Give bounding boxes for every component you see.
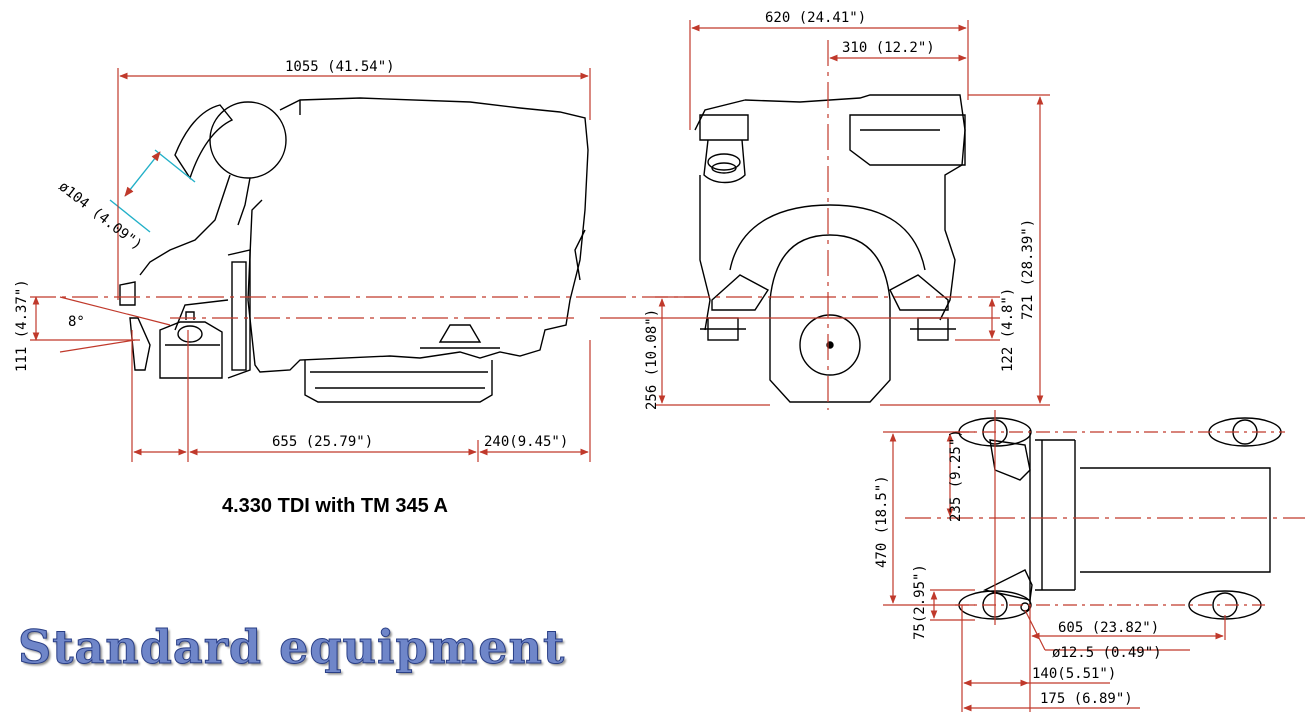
front-view-dimensions [655, 20, 1050, 406]
dim-mount-length: 605 (23.82") [1058, 620, 1159, 636]
front-view: 620 (24.41") 310 (12.2") 721 (28.39") 25… [600, 10, 1050, 410]
dim-pipe-diameter: ø104 (4.09") [56, 179, 146, 254]
dim-mount-track: 470 (18.5") [874, 475, 890, 568]
dim-offset-a: 140(5.51") [1032, 666, 1116, 682]
side-view-outline [119, 97, 589, 403]
dim-mount-height: 122 (4.8") [1000, 288, 1016, 372]
side-view-dimensions [32, 68, 591, 462]
dim-half-width: 310 (12.2") [842, 40, 935, 56]
pipe-diameter-marker [109, 149, 196, 233]
drawing-caption: 4.330 TDI with TM 345 A [222, 495, 448, 517]
dim-overall-height: 721 (28.39") [1020, 219, 1036, 320]
plan-view-centerlines [905, 410, 1305, 625]
dim-mount-width: 75(2.95") [912, 564, 928, 640]
dim-rear-offset: 240(9.45") [484, 434, 568, 450]
dim-offset-b: 175 (6.89") [1040, 691, 1133, 707]
side-view-centerlines [30, 296, 600, 353]
dim-overall-width: 620 (24.41") [765, 10, 866, 26]
dim-tilt-angle: 8° [68, 314, 85, 330]
side-view: 1055 (41.54") ø104 (4.09") 111 (4.37") 8… [14, 59, 600, 462]
standard-equipment-title: Standard equipment [17, 620, 566, 675]
dim-lower-height: 256 (10.08") [644, 309, 660, 410]
front-view-outline [694, 94, 966, 403]
dim-mount-spacing: 655 (25.79") [272, 434, 373, 450]
dim-overall-length: 1055 (41.54") [285, 59, 395, 75]
dim-height-left: 111 (4.37") [14, 279, 30, 372]
plan-view-dimensions [883, 431, 1226, 712]
dim-bolt-hole: ø12.5 (0.49") [1052, 645, 1162, 661]
dim-half-track: 235 (9.25") [948, 429, 964, 522]
plan-view: 470 (18.5") 235 (9.25") 75(2.95") 605 (2… [874, 410, 1305, 712]
